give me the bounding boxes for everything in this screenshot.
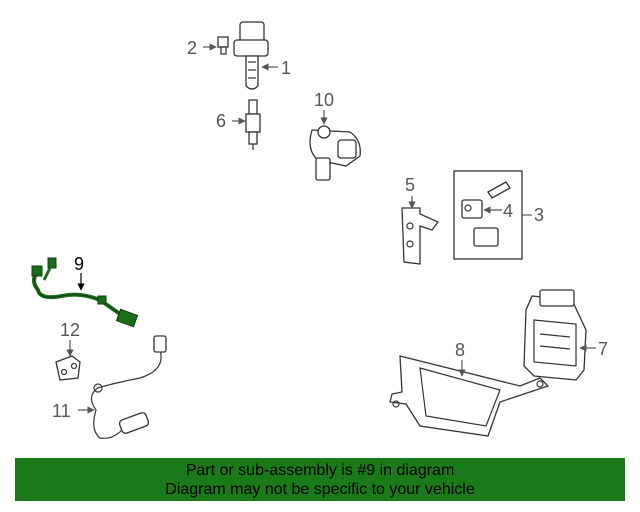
callout-9: 9	[74, 254, 84, 274]
coil-bolt[interactable]	[217, 36, 229, 55]
mounting-bracket[interactable]	[401, 207, 440, 265]
callout-12: 12	[60, 320, 80, 340]
spark-plug[interactable]	[245, 99, 261, 150]
callout-4: 4	[503, 201, 513, 221]
callout-3: 3	[534, 205, 544, 225]
callout-7: 7	[598, 339, 608, 359]
callout-8: 8	[455, 340, 465, 360]
ignition-coil[interactable]	[233, 21, 269, 90]
info-banner: Part or sub-assembly is #9 in diagram Di…	[15, 458, 625, 501]
ecu-bracket[interactable]	[389, 355, 550, 437]
callout-6: 6	[216, 111, 226, 131]
callout-11: 11	[52, 401, 71, 421]
callout-5: 5	[405, 175, 415, 195]
callout-10: 10	[314, 90, 334, 110]
banner-line-2: Diagram may not be specific to your vehi…	[165, 481, 475, 498]
map-sensor[interactable]	[309, 125, 361, 181]
wiring-harness-highlighted[interactable]	[31, 257, 139, 328]
wheel-speed-sensor[interactable]	[90, 335, 167, 439]
callout-1: 1	[281, 58, 291, 78]
relay-kit-box[interactable]	[453, 170, 523, 260]
sensor-bracket[interactable]	[55, 355, 81, 381]
callout-2: 2	[187, 38, 197, 58]
banner-line-1: Part or sub-assembly is #9 in diagram	[185, 462, 455, 479]
engine-control-module[interactable]	[523, 289, 587, 381]
